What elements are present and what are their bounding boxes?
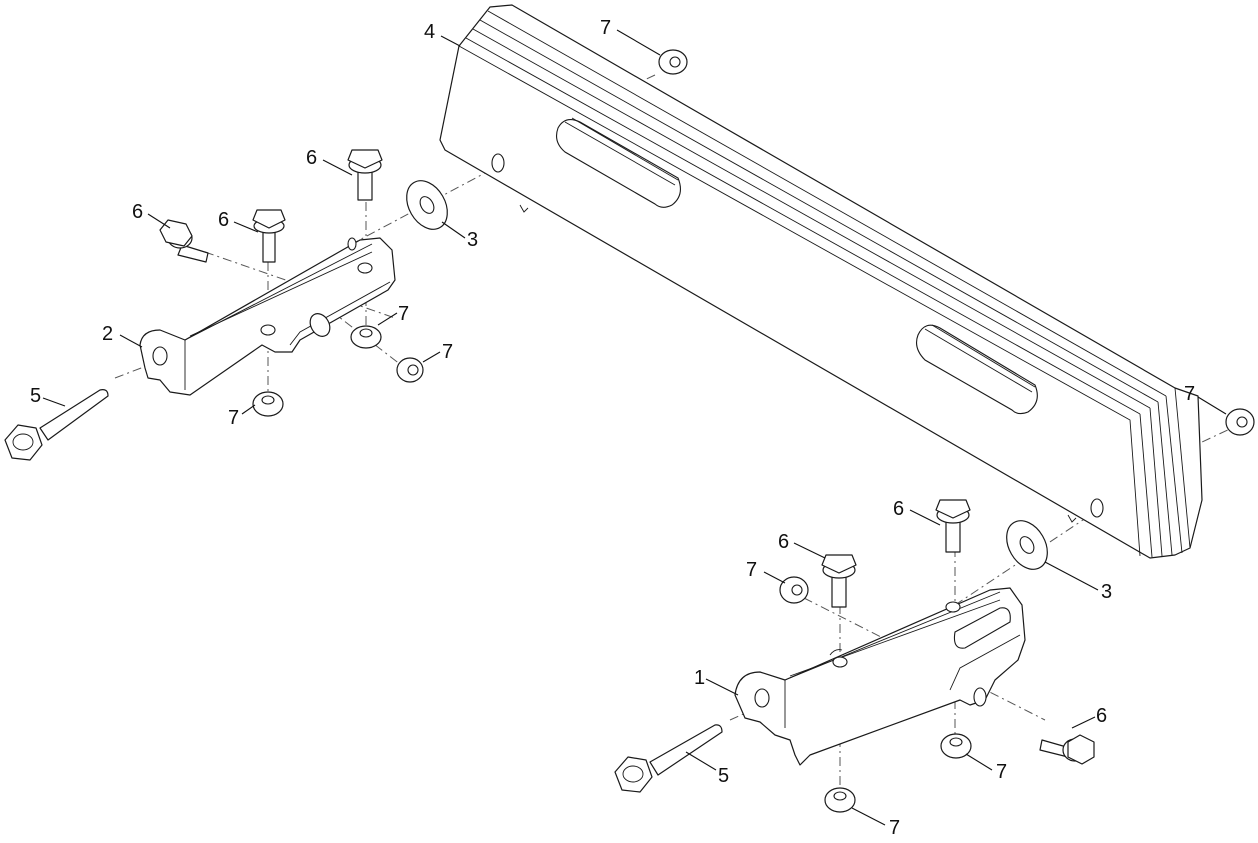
callout-7: 7 [746,559,757,581]
callout-6: 6 [132,201,143,223]
part-7-nut-lower-1 [779,576,809,604]
callout-5: 5 [30,385,41,407]
part-6-bolt-vertical-3 [935,499,971,553]
part-7-nut-right-end [1225,408,1255,436]
callout-7: 7 [398,303,409,325]
callout-7: 7 [600,17,611,39]
part-3-spacer-lower [1006,520,1048,570]
callout-7: 7 [1184,383,1195,405]
callout-6: 6 [306,147,317,169]
callout-2: 2 [102,323,113,345]
part-2-bracket [139,237,396,396]
callout-7: 7 [889,817,900,839]
callout-7: 7 [442,341,453,363]
callout-7: 7 [996,761,1007,783]
callout-3: 3 [1101,581,1112,603]
callout-3: 3 [467,229,478,251]
part-7-nut-lower-3 [824,787,856,813]
callout-6: 6 [778,531,789,553]
part-7-nut-upper-1 [350,325,382,349]
callout-7: 7 [228,407,239,429]
callout-6: 6 [218,209,229,231]
part-7-nut-top [658,49,688,75]
callout-6: 6 [1096,705,1107,727]
part-5-pivot-bolt-lower [614,724,723,793]
callout-6: 6 [893,498,904,520]
part-6-bolt-vertical-4 [821,554,857,608]
callout-1: 1 [694,667,705,689]
part-3-spacer-upper [406,180,448,230]
part-6-bolt-vertical-1 [347,149,383,201]
part-7-nut-upper-3 [252,391,284,417]
part-1-bracket [734,587,1026,766]
part-7-nut-lower-2 [940,733,972,759]
part-6-bolt-vertical-2 [252,209,286,263]
part-7-nut-upper-2 [396,357,424,383]
part-6-bolt-angled-right [1039,734,1095,765]
part-5-pivot-bolt-upper [4,389,109,461]
part-4-bar [439,4,1203,559]
leader-lines [42,29,1227,826]
callout-labels: 4 7 6 6 6 3 2 7 7 5 7 7 6 6 7 3 1 5 6 7 … [30,17,1195,839]
callout-5: 5 [718,765,729,787]
callout-4: 4 [424,21,435,43]
